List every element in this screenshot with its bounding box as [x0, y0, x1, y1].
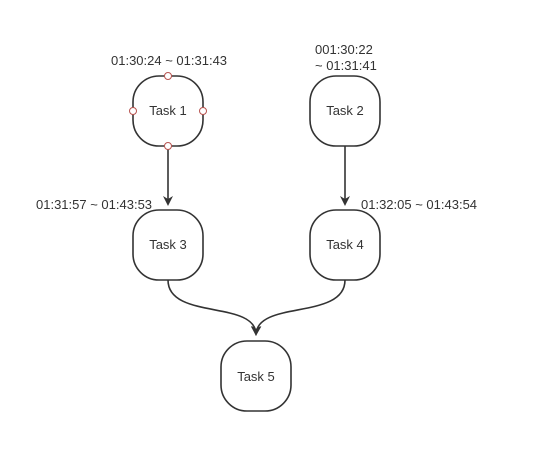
node-task5[interactable]: Task 5	[220, 340, 292, 412]
resize-handle-top[interactable]	[164, 72, 172, 80]
node-task3[interactable]: Task 3	[132, 209, 204, 281]
resize-handle-right[interactable]	[199, 107, 207, 115]
selection-handles-task1	[129, 72, 207, 150]
node-task4[interactable]: Task 4	[309, 209, 381, 281]
task3-time-label: 01:31:57 ~ 01:43:53	[36, 197, 153, 212]
edge-task4-task5[interactable]	[251, 279, 346, 336]
task1-time-label: 01:30:24 ~ 01:31:43	[111, 53, 228, 68]
resize-handle-bottom[interactable]	[164, 142, 172, 150]
node-task1-label: Task 1	[149, 103, 187, 118]
node-task3-label: Task 3	[149, 237, 187, 252]
edge-task3-task5[interactable]	[167, 279, 261, 336]
task2-time-label-line1: 001:30:22	[315, 42, 373, 57]
node-task1[interactable]: Task 1	[132, 75, 204, 147]
node-task2[interactable]: Task 2	[309, 75, 381, 147]
task4-time-label: 01:32:05 ~ 01:43:54	[361, 197, 478, 212]
node-task5-label: Task 5	[237, 369, 275, 384]
resize-handle-left[interactable]	[129, 107, 137, 115]
node-task4-label: Task 4	[326, 237, 364, 252]
node-task2-label: Task 2	[326, 103, 364, 118]
task2-time-label-line2: ~ 01:31:41	[315, 58, 377, 73]
